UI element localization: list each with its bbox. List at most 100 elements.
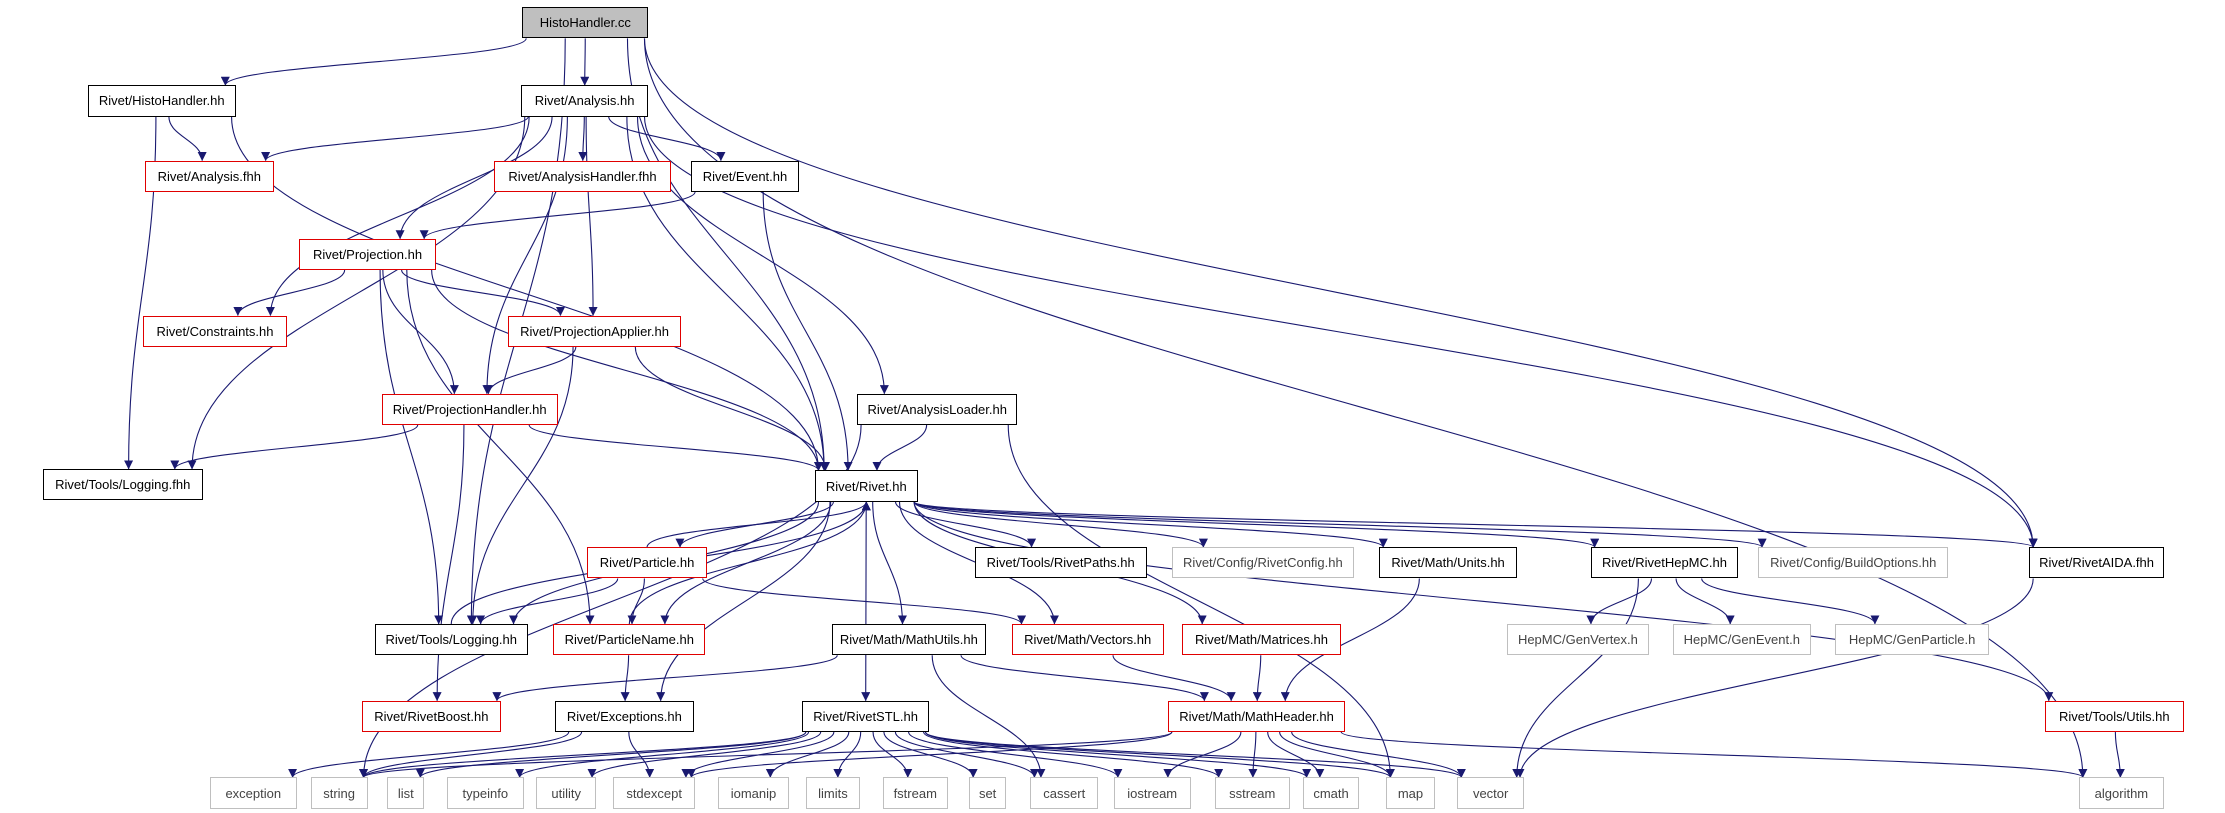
edge-projection-hh-to-projectionhandler-hh (382, 270, 459, 395)
edge-projectionhandler-hh-to-rivet-hh (528, 424, 823, 471)
edge-projectionapplier-hh-to-logging-hh (468, 346, 574, 625)
edge-analysis-hh-to-event-hh (608, 116, 726, 162)
edge-mathheader-hh-to-cmath (1267, 731, 1325, 778)
node-units-hh[interactable]: Rivet/Math/Units.hh (1379, 547, 1517, 579)
node-utility: utility (536, 777, 596, 809)
edge-rivetstl-hh-to-limits (833, 731, 862, 778)
node-particle-hh[interactable]: Rivet/Particle.hh (587, 547, 707, 579)
edge-mathheader-hh-to-stdexcept (687, 731, 1173, 778)
edge-rivetstl-hh-to-typeinfo (515, 731, 810, 778)
node-particlename-hh[interactable]: Rivet/ParticleName.hh (553, 623, 706, 656)
edge-particlename-hh-to-exceptions-hh (620, 655, 630, 702)
node-rivetconfig-hh: Rivet/Config/RivetConfig.hh (1172, 547, 1354, 579)
node-logging-fhh[interactable]: Rivet/Tools/Logging.fhh (42, 469, 203, 501)
node-rivet-hh[interactable]: Rivet/Rivet.hh (814, 470, 919, 502)
node-label: string (323, 785, 356, 801)
node-utils-hh[interactable]: Rivet/Tools/Utils.hh (2044, 700, 2184, 732)
node-rivethepmc-hh[interactable]: Rivet/RivetHepMC.hh (1590, 547, 1739, 579)
edge-analysis-hh-to-analysisloader-hh (636, 116, 889, 395)
node-label: Rivet/HistoHandler.hh (98, 93, 225, 109)
node-buildoptions-hh: Rivet/Config/BuildOptions.hh (1758, 547, 1949, 579)
edge-exceptions-hh-to-string (359, 731, 583, 778)
edge-rivethepmc-hh-to-genvertex-h (1586, 578, 1653, 625)
node-label: algorithm (2094, 785, 2149, 801)
node-vectors-hh[interactable]: Rivet/Math/Vectors.hh (1011, 623, 1164, 656)
node-projectionhandler-hh[interactable]: Rivet/ProjectionHandler.hh (381, 393, 558, 425)
node-label: Rivet/Math/MathHeader.hh (1179, 708, 1334, 724)
edge-rivet-hh-to-rivetconfig-hh (913, 501, 1208, 548)
edge-projection-hh-to-projectionapplier-hh (401, 269, 565, 316)
node-stdexcept: stdexcept (613, 777, 696, 809)
edge-exceptions-hh-to-exception (288, 731, 570, 778)
edge-vectors-hh-to-mathheader-hh (1112, 655, 1236, 702)
node-analysishandler-fhh[interactable]: Rivet/AnalysisHandler.fhh (493, 160, 672, 192)
node-label: typeinfo (462, 785, 509, 801)
node-constraints-hh[interactable]: Rivet/Constraints.hh (143, 315, 287, 347)
node-vector: vector (1457, 777, 1524, 809)
node-label: sstream (1229, 785, 1276, 801)
node-label: Rivet/Tools/Logging.hh (385, 632, 517, 648)
edge-analysis-hh-to-projection-hh (395, 116, 553, 240)
edge-projectionapplier-hh-to-projectionhandler-hh (483, 346, 577, 395)
edge-mathheader-hh-to-sstream (1248, 731, 1258, 778)
edge-mathheader-hh-to-iostream (1163, 731, 1242, 778)
edge-rivet-hh-to-rivetaida-fhh (913, 501, 2038, 548)
node-label: Rivet/RivetSTL.hh (813, 708, 918, 724)
node-projectionapplier-hh[interactable]: Rivet/ProjectionApplier.hh (508, 315, 682, 347)
node-projection-hh[interactable]: Rivet/Projection.hh (299, 238, 436, 271)
node-rivetboost-hh[interactable]: Rivet/RivetBoost.hh (361, 700, 501, 732)
node-histohandler-cc[interactable]: HistoHandler.cc (522, 7, 649, 39)
node-label: Rivet/AnalysisLoader.hh (867, 401, 1007, 417)
node-mathutils-hh[interactable]: Rivet/Math/MathUtils.hh (831, 623, 987, 656)
node-cassert: cassert (1030, 777, 1099, 809)
node-label: HepMC/GenParticle.h (1848, 632, 1976, 648)
node-label: HepMC/GenEvent.h (1683, 632, 1800, 648)
edge-histohandler-cc-to-rivet-hh (626, 38, 829, 471)
node-label: Rivet/Rivet.hh (825, 478, 907, 494)
node-mathheader-hh[interactable]: Rivet/Math/MathHeader.hh (1167, 700, 1346, 732)
edge-rivetstl-hh-to-map (924, 731, 1395, 778)
node-typeinfo: typeinfo (446, 777, 524, 809)
edge-mathutils-hh-to-mathheader-hh (960, 654, 1209, 702)
node-algorithm: algorithm (2078, 777, 2164, 809)
node-iostream: iostream (1113, 777, 1191, 809)
node-label: Rivet/Particle.hh (599, 555, 695, 571)
edge-mathutils-hh-to-cassert (931, 655, 1046, 778)
edge-rivethepmc-hh-to-genevent-h (1675, 578, 1735, 625)
edge-analysis-hh-to-analysis-fhh (261, 116, 529, 162)
edge-rivethepmc-hh-to-vector (1512, 578, 1639, 778)
node-event-hh[interactable]: Rivet/Event.hh (691, 160, 799, 192)
node-label: limits (818, 785, 848, 801)
edge-rivetstl-hh-to-sstream (923, 731, 1224, 778)
node-label: Rivet/Math/Matrices.hh (1195, 632, 1328, 648)
node-analysis-fhh[interactable]: Rivet/Analysis.fhh (144, 160, 274, 192)
node-label: Rivet/Analysis.hh (534, 93, 635, 109)
node-label: vector (1472, 785, 1509, 801)
node-limits: limits (805, 777, 860, 809)
node-label: Rivet/ProjectionApplier.hh (520, 323, 669, 339)
node-analysis-hh[interactable]: Rivet/Analysis.hh (520, 85, 649, 117)
edge-projection-hh-to-constraints-hh (233, 269, 346, 316)
node-rivetstl-hh[interactable]: Rivet/RivetSTL.hh (801, 700, 930, 732)
edge-units-hh-to-mathheader-hh (1280, 578, 1420, 702)
node-string: string (310, 777, 368, 809)
edge-utils-hh-to-algorithm (2114, 731, 2125, 778)
edge-rivetstl-hh-to-iomanip (765, 731, 850, 778)
node-exceptions-hh[interactable]: Rivet/Exceptions.hh (554, 700, 694, 732)
edge-projectionhandler-hh-to-rivetboost-hh (432, 424, 465, 702)
node-matrices-hh[interactable]: Rivet/Math/Matrices.hh (1182, 623, 1341, 656)
edge-projectionhandler-hh-to-logging-fhh (170, 424, 419, 470)
edge-analysis-hh-to-projectionhandler-hh (482, 116, 568, 395)
edge-rivetstl-hh-to-iostream (908, 731, 1123, 778)
node-label: HistoHandler.cc (539, 15, 631, 31)
node-label: Rivet/Math/Units.hh (1391, 555, 1505, 571)
node-analysisloader-hh[interactable]: Rivet/AnalysisLoader.hh (857, 393, 1018, 425)
node-rivetaida-fhh[interactable]: Rivet/RivetAIDA.fhh (2029, 547, 2164, 579)
edge-projection-hh-to-particlename-hh (406, 270, 595, 625)
edge-particle-hh-to-logging-hh (476, 578, 619, 625)
node-histohandler-hh[interactable]: Rivet/HistoHandler.hh (87, 85, 236, 117)
node-logging-hh[interactable]: Rivet/Tools/Logging.hh (374, 623, 528, 656)
node-set: set (969, 777, 1007, 809)
node-rivetpaths-hh[interactable]: Rivet/Tools/RivetPaths.hh (974, 547, 1147, 579)
